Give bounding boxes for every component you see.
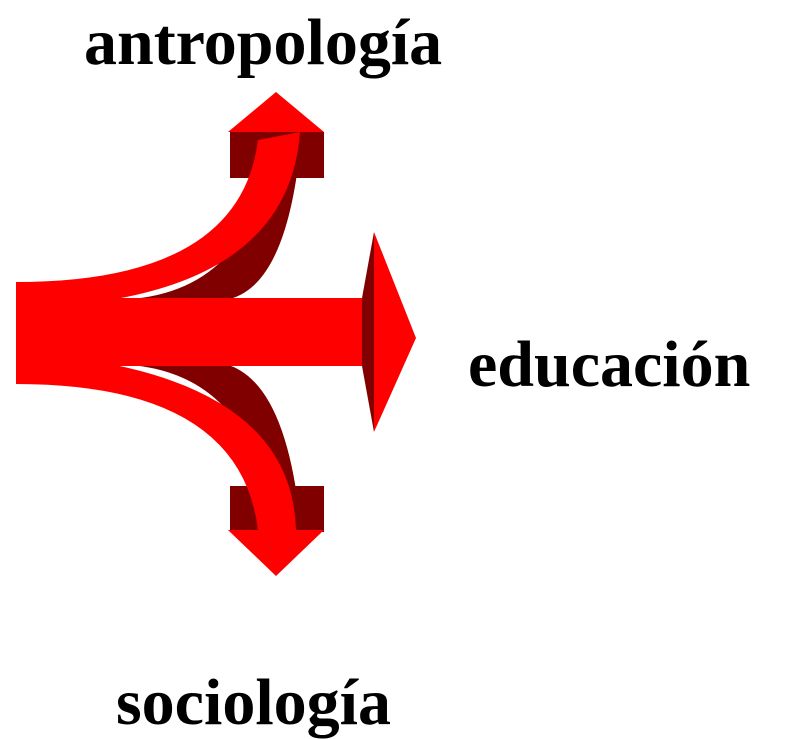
arrow-up-head — [228, 92, 324, 132]
label-sociologia: sociología — [116, 666, 391, 739]
label-educacion: educación — [468, 328, 751, 401]
arrow-down-branch — [16, 364, 324, 576]
arrow-tail — [16, 282, 40, 384]
arrow-right-head-shadow — [362, 232, 374, 432]
arrow-up-stem — [16, 132, 300, 300]
arrow-down-stem — [16, 364, 296, 530]
arrow-up-branch — [16, 92, 324, 300]
arrow-down-stem-shadow — [110, 364, 300, 520]
label-antropologia: antropología — [84, 6, 443, 79]
arrow-right-branch — [16, 232, 416, 432]
arrow-right-shaft — [16, 298, 366, 366]
arrow-right-head — [374, 232, 416, 432]
arrow-down-head — [228, 530, 324, 576]
arrow-up-stem-shadow — [110, 150, 300, 300]
